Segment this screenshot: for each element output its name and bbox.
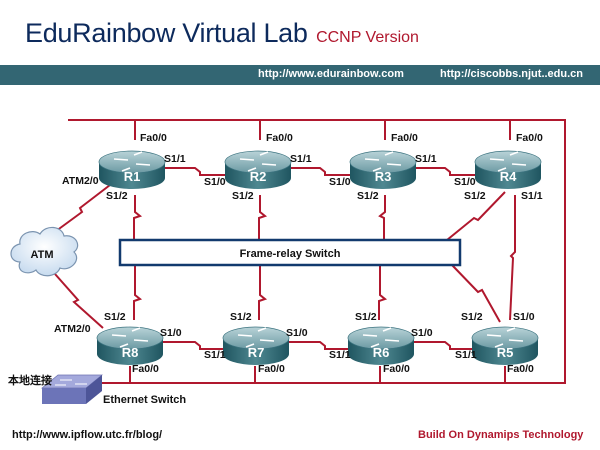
interface-label-r2-east: S1/1: [290, 153, 312, 165]
interface-label-r4-west: S1/0: [454, 176, 476, 188]
interface-label-r6-fa: Fa0/0: [383, 363, 410, 375]
frame-relay-label: Frame-relay Switch: [240, 248, 341, 260]
router-name: R6: [373, 345, 390, 360]
interface-label-r1-fa: Fa0/0: [140, 132, 167, 144]
router-r4[interactable]: R4: [474, 150, 542, 190]
atm-cloud-label: ATM: [30, 249, 53, 261]
interface-label-r6-east: S1/0: [411, 327, 433, 339]
router-name: R3: [375, 169, 392, 184]
router-name: R2: [250, 169, 267, 184]
router-r3[interactable]: R3: [349, 150, 417, 190]
router-name: R1: [124, 169, 141, 184]
router-name: R8: [122, 345, 139, 360]
router-r6[interactable]: R6: [347, 326, 415, 366]
link-edurainbow[interactable]: http://www.edurainbow.com: [258, 68, 404, 80]
interface-label-r5-up: S1/2: [461, 311, 483, 323]
atm-cloud: ATM: [10, 226, 79, 277]
title-subtitle: CCNP Version: [316, 29, 419, 46]
ethernet-links: [68, 119, 566, 384]
interface-label-r2-down: S1/2: [232, 190, 254, 202]
serial-links: [51, 167, 516, 350]
page-title: EduRainbow Virtual Lab CCNP Version: [25, 18, 419, 49]
router-r2[interactable]: R2: [224, 150, 292, 190]
interface-label-r7-fa: Fa0/0: [258, 363, 285, 375]
router-r1[interactable]: R1: [98, 150, 166, 190]
interface-label-r1-atm: ATM2/0: [62, 175, 99, 187]
local-connection-label: 本地连接: [8, 373, 52, 387]
router-name: R4: [500, 169, 517, 184]
interface-label-r3-east: S1/1: [415, 153, 437, 165]
interface-label-r8-east: S1/0: [160, 327, 182, 339]
footer-credit: Build On Dynamips Technology: [418, 429, 584, 441]
interface-label-r4-down: S1/2: [464, 190, 486, 202]
interface-label-r1-down: S1/2: [106, 190, 128, 202]
interface-label-r7-west: S1/1: [204, 349, 226, 361]
interface-label-r7-up: S1/2: [230, 311, 252, 323]
ethernet-switch-label: Ethernet Switch: [103, 394, 186, 406]
interface-label-r2-fa: Fa0/0: [266, 132, 293, 144]
router-name: R5: [497, 345, 514, 360]
interface-label-r5-fa: Fa0/0: [507, 363, 534, 375]
interface-label-r4-south: S1/1: [521, 190, 543, 202]
router-r8[interactable]: R8: [96, 326, 164, 366]
interface-label-r5-west: S1/1: [455, 349, 477, 361]
interface-label-r6-west: S1/1: [329, 349, 351, 361]
title-main: EduRainbow Virtual Lab: [25, 18, 308, 48]
interface-label-r3-west: S1/0: [329, 176, 351, 188]
interface-label-r2-west: S1/0: [204, 176, 226, 188]
interface-label-r6-up: S1/2: [355, 311, 377, 323]
router-name: R7: [248, 345, 265, 360]
interface-label-r8-up: S1/2: [104, 311, 126, 323]
header-banner: http://www.edurainbow.com http://ciscobb…: [0, 65, 600, 85]
interface-label-r7-east: S1/0: [286, 327, 308, 339]
interface-label-r8-fa: Fa0/0: [132, 363, 159, 375]
ethernet-switch: Ethernet Switch 本地连接: [8, 373, 186, 406]
router-r5[interactable]: R5: [471, 326, 539, 366]
router-r7[interactable]: R7: [222, 326, 290, 366]
frame-relay-switch: Frame-relay Switch: [118, 238, 462, 267]
link-ciscobbs[interactable]: http://ciscobbs.njut..edu.cn: [440, 68, 583, 80]
interface-label-r3-down: S1/2: [357, 190, 379, 202]
interface-label-r1-east: S1/1: [164, 153, 186, 165]
interface-label-r8-atm: ATM2/0: [54, 323, 91, 335]
interface-label-r5-north: S1/0: [513, 311, 535, 323]
interface-label-r3-fa: Fa0/0: [391, 132, 418, 144]
footer-link-ipflow[interactable]: http://www.ipflow.utc.fr/blog/: [12, 429, 163, 441]
interface-label-r4-fa: Fa0/0: [516, 132, 543, 144]
